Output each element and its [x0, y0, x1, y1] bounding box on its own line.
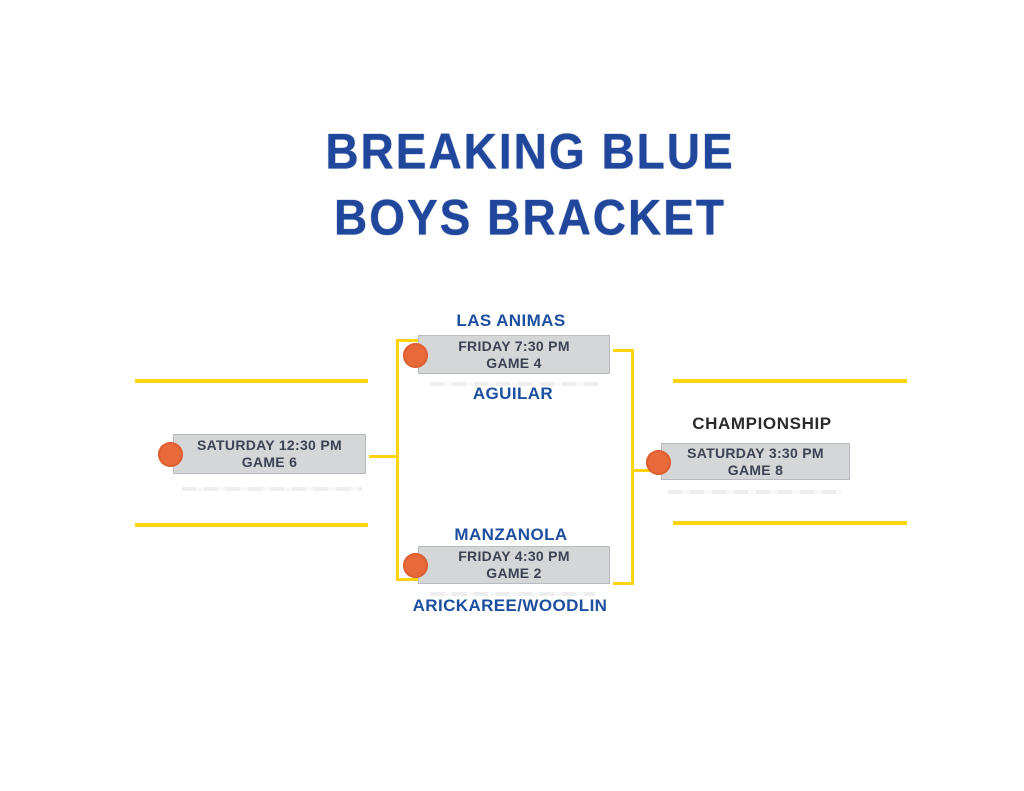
game-number: GAME 8 [727, 461, 784, 478]
connector-left-top-arm [396, 339, 419, 342]
seed-line-left-top [135, 379, 368, 383]
team-label-arickaree-woodlin: ARICKAREE/WOODLIN [412, 596, 608, 615]
team-label-las-animas: LAS ANIMAS [456, 311, 566, 330]
scan-artifact [668, 490, 843, 494]
game-time: FRIDAY 4:30 PM [458, 548, 570, 564]
page-title: BREAKING BLUE BOYS BRACKET [0, 118, 1024, 250]
game-box-game-6: SATURDAY 12:30 PM GAME 6 [158, 434, 371, 481]
page-title-line-2: BOYS BRACKET [333, 188, 727, 246]
bullet-icon [403, 553, 428, 578]
game-number: GAME 4 [486, 354, 542, 371]
team-label-aguilar: AGUILAR [472, 384, 554, 403]
seed-line-right-top [673, 379, 907, 383]
game-time: SATURDAY 3:30 PM [687, 444, 824, 461]
connector-game6-arm [369, 455, 398, 458]
game-time: SATURDAY 12:30 PM [197, 437, 342, 453]
seed-line-right-bottom [673, 521, 907, 525]
game-box-game-2: FRIDAY 4:30 PM GAME 2 [403, 546, 615, 591]
game-number: GAME 6 [241, 454, 298, 470]
team-label-manzanola: MANZANOLA [454, 525, 568, 544]
scan-artifact [182, 487, 362, 491]
connector-right-bottom-arm [613, 582, 633, 585]
scan-artifact [430, 382, 600, 386]
connector-right-top-arm [613, 349, 633, 352]
connector-left-bottom-arm [396, 578, 419, 581]
connector-right-vertical [631, 349, 634, 585]
game-box-game-4: FRIDAY 7:30 PM GAME 4 [403, 335, 615, 381]
scan-artifact [430, 592, 595, 596]
game-time: FRIDAY 7:30 PM [458, 337, 570, 354]
bullet-icon [158, 442, 183, 467]
bullet-icon [403, 342, 428, 368]
game-number: GAME 2 [486, 565, 542, 581]
page-title-line-1: BREAKING BLUE [325, 122, 735, 180]
championship-label: CHAMPIONSHIP [692, 414, 832, 433]
connector-left-vertical [396, 339, 399, 581]
connector-championship-arm [631, 469, 656, 472]
game-box-game-8: SATURDAY 3:30 PM GAME 8 [646, 443, 855, 487]
seed-line-left-bottom [135, 523, 368, 527]
bullet-icon [646, 449, 671, 475]
